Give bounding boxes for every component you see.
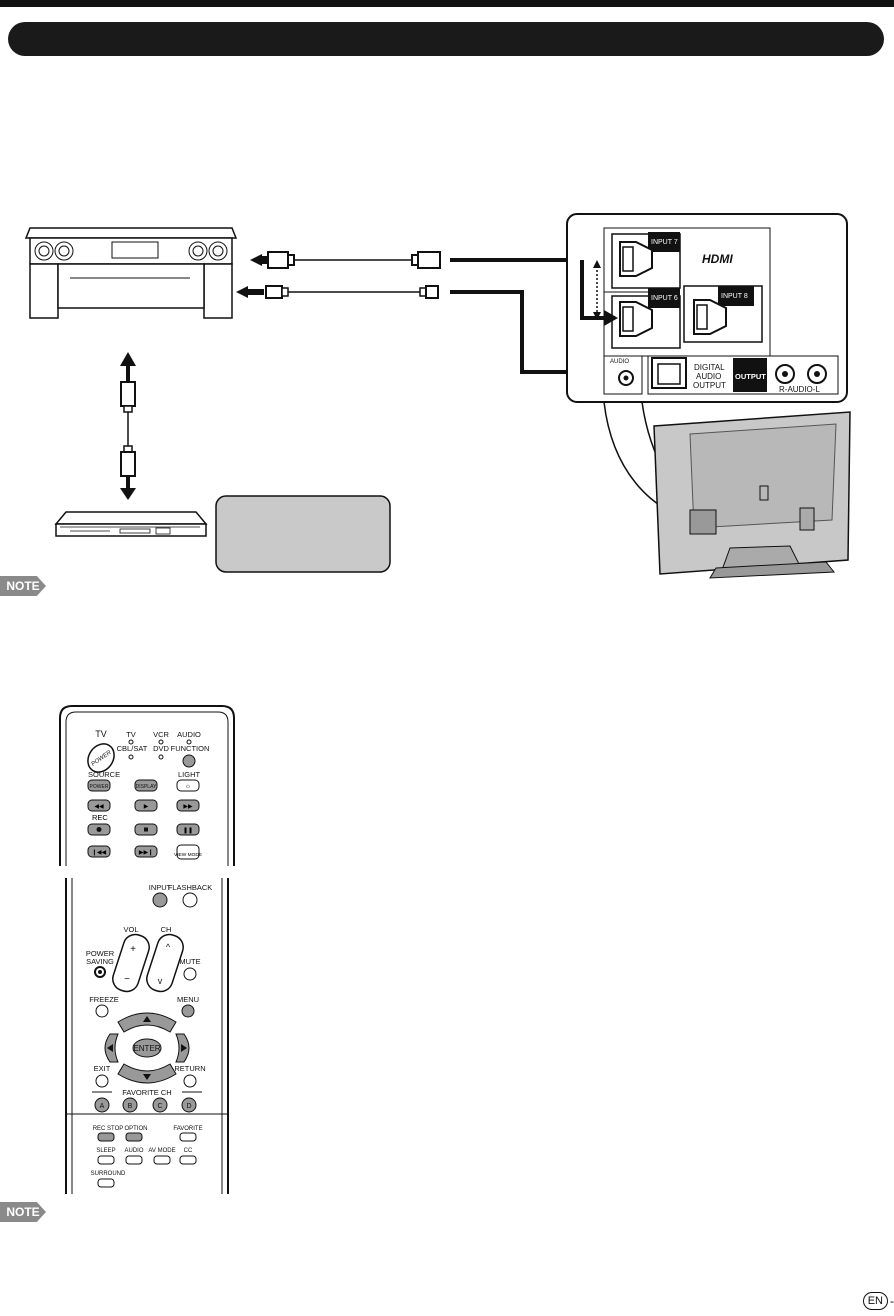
label-power-saving-2: SAVING <box>86 957 114 966</box>
svg-text:▶▶: ▶▶ <box>183 804 193 810</box>
svg-text:◀◀: ◀◀ <box>94 804 104 810</box>
row-source-display-light: POWER DISPLAY ☼ <box>87 779 200 792</box>
label-output: OUTPUT <box>735 372 766 381</box>
label-enter: ENTER <box>133 1044 160 1053</box>
svg-text:+: + <box>130 944 136 955</box>
label-flashback: FLASHBACK <box>168 883 213 892</box>
label-r-audio-l: R-AUDIO-L <box>779 385 820 394</box>
label-cbl-sat: CBL/SAT <box>117 744 148 753</box>
section-header-bar <box>8 22 884 56</box>
label-option: OPTION <box>124 1126 147 1132</box>
label-surround: SURROUND <box>91 1171 126 1177</box>
svg-text:☼: ☼ <box>185 783 191 790</box>
note-tag-2: NOTE <box>0 1202 46 1222</box>
label-favorite: FAVORITE <box>173 1126 202 1132</box>
tv-terminal-panel: INPUT 7 INPUT 6 INPUT 8 HDMI AUDIO DIGIT… <box>566 213 848 403</box>
label-digital-2: AUDIO <box>696 372 721 381</box>
label-view-mode: VIEW MODE <box>174 852 202 858</box>
footer-dash: - <box>890 1294 894 1308</box>
label-d: D <box>186 1103 191 1110</box>
label-rec-stop: REC STOP <box>93 1126 124 1132</box>
top-rule <box>0 0 894 7</box>
svg-text:−: − <box>124 974 130 985</box>
hdmi-cable <box>250 251 610 269</box>
connection-diagram: INPUT 7 INPUT 6 INPUT 8 HDMI AUDIO DIGIT… <box>24 213 851 579</box>
label-menu: MENU <box>177 995 199 1004</box>
label-audio-mode: AUDIO <box>177 730 201 739</box>
label-return: RETURN <box>174 1064 205 1073</box>
label-source-power: POWER <box>90 784 109 790</box>
svg-text:v: v <box>158 976 163 986</box>
label-rec: REC <box>92 813 108 822</box>
svg-text:▶: ▶ <box>144 804 149 810</box>
label-digital-1: DIGITAL <box>694 363 725 372</box>
label-a: A <box>100 1103 105 1110</box>
label-source: SOURCE <box>88 770 120 779</box>
label-tv: TV <box>126 730 136 739</box>
label-freeze: FREEZE <box>89 995 119 1004</box>
label-audio-in: AUDIO <box>610 359 629 365</box>
label-input7: INPUT 7 <box>651 239 678 246</box>
label-vcr: VCR <box>153 730 169 739</box>
svg-text:▶▶❙: ▶▶❙ <box>139 849 153 856</box>
hdmi-cable-vertical <box>120 352 136 500</box>
label-display: DISPLAY <box>136 784 157 790</box>
label-light: LIGHT <box>178 770 201 779</box>
label-tv-power-top: TV <box>95 729 107 739</box>
svg-text:❙◀◀: ❙◀◀ <box>92 849 107 856</box>
label-function: FUNCTION <box>171 744 210 753</box>
label-c: C <box>157 1103 162 1110</box>
label-cc: CC <box>184 1148 193 1154</box>
label-favorite-ch: FAVORITE CH <box>122 1088 171 1097</box>
label-exit: EXIT <box>94 1064 111 1073</box>
svg-text:❚❚: ❚❚ <box>183 827 193 834</box>
label-digital-3: OUTPUT <box>693 381 726 390</box>
hdmi-logo: HDMI <box>702 252 733 266</box>
label-sleep: SLEEP <box>96 1148 115 1154</box>
label-b: B <box>128 1103 133 1110</box>
callout-box <box>215 495 391 573</box>
tv-power-button: POWER <box>87 743 115 773</box>
label-power-saving-1: POWER <box>86 949 115 958</box>
note-tag-1: NOTE <box>0 576 46 596</box>
language-badge: EN <box>862 1292 888 1310</box>
page-footer: EN - <box>862 1292 894 1310</box>
label-vol: VOL <box>123 925 138 934</box>
label-ch: CH <box>161 925 172 934</box>
label-audio: AUDIO <box>124 1148 143 1154</box>
transport-buttons: ◀◀ ▶ ▶▶ REC ❚❚ ❙◀◀ ▶▶❙ VIEW MODE <box>87 799 202 860</box>
label-av-mode: AV MODE <box>148 1148 175 1154</box>
label-input6: INPUT 6 <box>651 295 678 302</box>
dpad: ENTER <box>104 1012 190 1084</box>
tv-rear-illustration <box>653 411 851 579</box>
label-input: INPUT <box>149 883 172 892</box>
av-receiver-illustration <box>24 227 238 319</box>
recorder-illustration <box>54 511 208 537</box>
label-mute: MUTE <box>179 957 200 966</box>
label-dvd: DVD <box>153 744 169 753</box>
remote-control: TV TV VCR AUDIO CBL/SAT DVD FUNCTION POW… <box>59 705 235 1194</box>
svg-text:^: ^ <box>166 942 171 952</box>
label-input8: INPUT 8 <box>721 293 748 300</box>
